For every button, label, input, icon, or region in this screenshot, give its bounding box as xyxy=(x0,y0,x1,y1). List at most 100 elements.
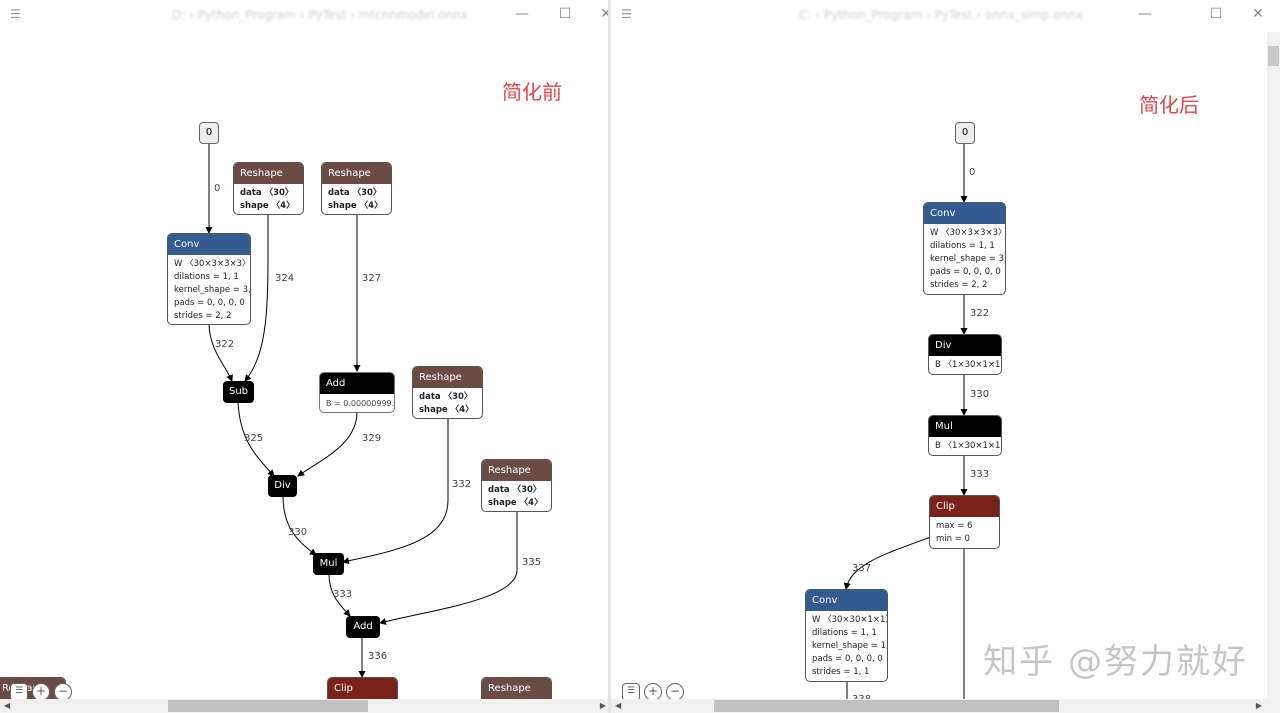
right-netron-window: ☰ C: › Python_Program › PyTest › onnx_si… xyxy=(611,0,1280,713)
edge-label: 337 xyxy=(852,563,872,574)
list-view-button[interactable]: ☰ xyxy=(622,683,640,701)
edge-label: 336 xyxy=(368,651,388,662)
zoom-toolbar: ☰ + − xyxy=(10,683,72,701)
edge-label: 329 xyxy=(362,433,382,444)
close-button[interactable]: ✕ xyxy=(1252,6,1264,22)
edge-label: 327 xyxy=(362,273,382,284)
edge-label: 325 xyxy=(244,433,264,444)
conv-node[interactable]: Conv W 〈30×3×3×3〉 dilations = 1, 1 kerne… xyxy=(923,202,1006,295)
edge-label: 324 xyxy=(275,273,295,284)
node-title: Reshape xyxy=(413,367,482,388)
menu-icon[interactable]: ☰ xyxy=(621,7,632,21)
scrollbar-thumb[interactable] xyxy=(1268,46,1279,66)
maximize-button[interactable]: ☐ xyxy=(1209,6,1223,22)
left-titlebar: ☰ D: › Python_Program › PyTest › mtcnnmo… xyxy=(0,0,610,30)
node-attr: dilations = 1, 1 xyxy=(812,628,877,638)
node-attr: W 〈30×3×3×3〉 xyxy=(930,228,1006,238)
mul-node[interactable]: Mul B 〈1×30×1×1〉 xyxy=(928,415,1002,456)
edge-label: 335 xyxy=(522,557,542,568)
node-attr: dilations = 1, 1 xyxy=(930,241,995,251)
node-title: Conv xyxy=(806,590,887,611)
edge-322 xyxy=(208,324,233,382)
node-attr: strides = 2, 2 xyxy=(174,311,232,321)
scrollbar-thumb[interactable] xyxy=(168,700,368,712)
div-node[interactable]: Div xyxy=(268,475,297,497)
list-view-button[interactable]: ☰ xyxy=(10,683,28,701)
scroll-left-icon[interactable]: ◀ xyxy=(615,701,622,710)
edge-label: 333 xyxy=(333,589,353,600)
sub-node[interactable]: Sub xyxy=(223,381,254,403)
edge-330 xyxy=(282,495,317,556)
minimize-button[interactable]: — xyxy=(1138,6,1152,22)
minimize-button[interactable]: — xyxy=(515,6,529,22)
zoom-in-button[interactable]: + xyxy=(32,683,50,701)
scroll-right-icon[interactable]: ▶ xyxy=(599,701,606,710)
node-attr: strides = 1, 1 xyxy=(812,667,870,677)
edge-325 xyxy=(237,401,275,477)
edge-label: 0 xyxy=(969,167,976,178)
reshape-node[interactable]: Reshape data 〈30〉shape 〈4〉 xyxy=(233,162,304,215)
reshape-node[interactable]: Reshape data 〈30〉 shape 〈4〉 xyxy=(412,366,483,419)
div-node[interactable]: Div B 〈1×30×1×1〉 xyxy=(928,334,1002,375)
after-simplify-caption: 简化后 xyxy=(1139,93,1199,117)
node-attr: dilations = 1, 1 xyxy=(174,272,239,282)
node-title: Reshape xyxy=(482,460,551,481)
edge-329 xyxy=(297,411,358,477)
mul-node[interactable]: Mul xyxy=(313,553,344,575)
node-attr: B = 0.00000999... xyxy=(326,399,395,408)
scroll-right-icon[interactable]: ▶ xyxy=(1255,701,1262,710)
window-title: C: › Python_Program › PyTest › onnx_simp… xyxy=(799,8,1083,22)
graph-input-node[interactable]: 0 xyxy=(955,122,975,144)
node-attr: B 〈1×30×1×1〉 xyxy=(935,360,1002,370)
node-attr: data 〈30〉 xyxy=(328,188,382,198)
left-netron-window: ☰ D: › Python_Program › PyTest › mtcnnmo… xyxy=(0,0,610,713)
node-attr: data 〈30〉 xyxy=(419,392,473,402)
edge-324 xyxy=(244,213,269,382)
vertical-scrollbar[interactable] xyxy=(1267,32,1280,699)
close-button[interactable]: ✕ xyxy=(600,6,610,22)
scrollbar-thumb[interactable] xyxy=(714,700,1059,712)
right-titlebar: ☰ C: › Python_Program › PyTest › onnx_si… xyxy=(611,0,1280,30)
watermark: 知乎 @努力就好 xyxy=(983,642,1248,682)
graph-input-node[interactable]: 0 xyxy=(199,122,219,144)
node-attr: W 〈30×30×1×1〉 xyxy=(812,615,888,625)
zoom-out-button[interactable]: − xyxy=(54,683,72,701)
edge-335 xyxy=(379,512,518,625)
menu-icon[interactable]: ☰ xyxy=(10,7,21,21)
node-attr: B 〈1×30×1×1〉 xyxy=(935,441,1002,451)
node-title: Add xyxy=(320,373,394,394)
graph-edges xyxy=(205,143,518,678)
edge-label: 322 xyxy=(970,308,990,319)
node-title: Div xyxy=(929,335,1001,356)
add-node[interactable]: Add B = 0.00000999... xyxy=(319,372,395,413)
node-title: Mul xyxy=(929,416,1001,437)
horizontal-scrollbar[interactable]: ◀ ▶ xyxy=(611,699,1280,713)
node-attr: shape 〈4〉 xyxy=(488,498,543,508)
node-title: Clip xyxy=(930,496,999,517)
edge-333 xyxy=(328,573,351,617)
zoom-toolbar: ☰ + − xyxy=(622,683,684,701)
edge-label: 332 xyxy=(452,479,472,490)
node-attr: pads = 0, 0, 0, 0 xyxy=(174,298,245,308)
edge-label: 333 xyxy=(970,469,990,480)
add-node[interactable]: Add xyxy=(346,616,380,638)
clip-node[interactable]: Clip max = 6 min = 0 xyxy=(929,495,1000,549)
node-attr: strides = 2, 2 xyxy=(930,280,988,290)
node-attr: data 〈30〉 xyxy=(240,188,294,198)
edge-label: 0 xyxy=(214,183,221,194)
scroll-left-icon[interactable]: ◀ xyxy=(4,701,11,710)
edge-label: 330 xyxy=(288,527,308,538)
node-title: Reshape xyxy=(234,163,303,184)
node-attr: shape 〈4〉 xyxy=(419,405,474,415)
conv-node[interactable]: Conv W 〈30×30×1×1〉 dilations = 1, 1 kern… xyxy=(805,589,888,682)
edge-label: 330 xyxy=(970,389,990,400)
conv-node[interactable]: Conv W 〈30×3×3×3〉 dilations = 1, 1 kerne… xyxy=(167,233,251,325)
node-attr: pads = 0, 0, 0, 0 xyxy=(930,267,1001,277)
reshape-node[interactable]: Reshape data 〈30〉shape 〈4〉 xyxy=(321,162,392,215)
maximize-button[interactable]: ☐ xyxy=(558,6,572,22)
node-attr: shape 〈4〉 xyxy=(328,201,383,211)
horizontal-scrollbar[interactable]: ◀ ▶ xyxy=(0,699,610,713)
node-attr: data 〈30〉 xyxy=(488,485,542,495)
node-attr: max = 6 xyxy=(936,521,973,531)
reshape-node[interactable]: Reshape data 〈30〉 shape 〈4〉 xyxy=(481,459,552,512)
